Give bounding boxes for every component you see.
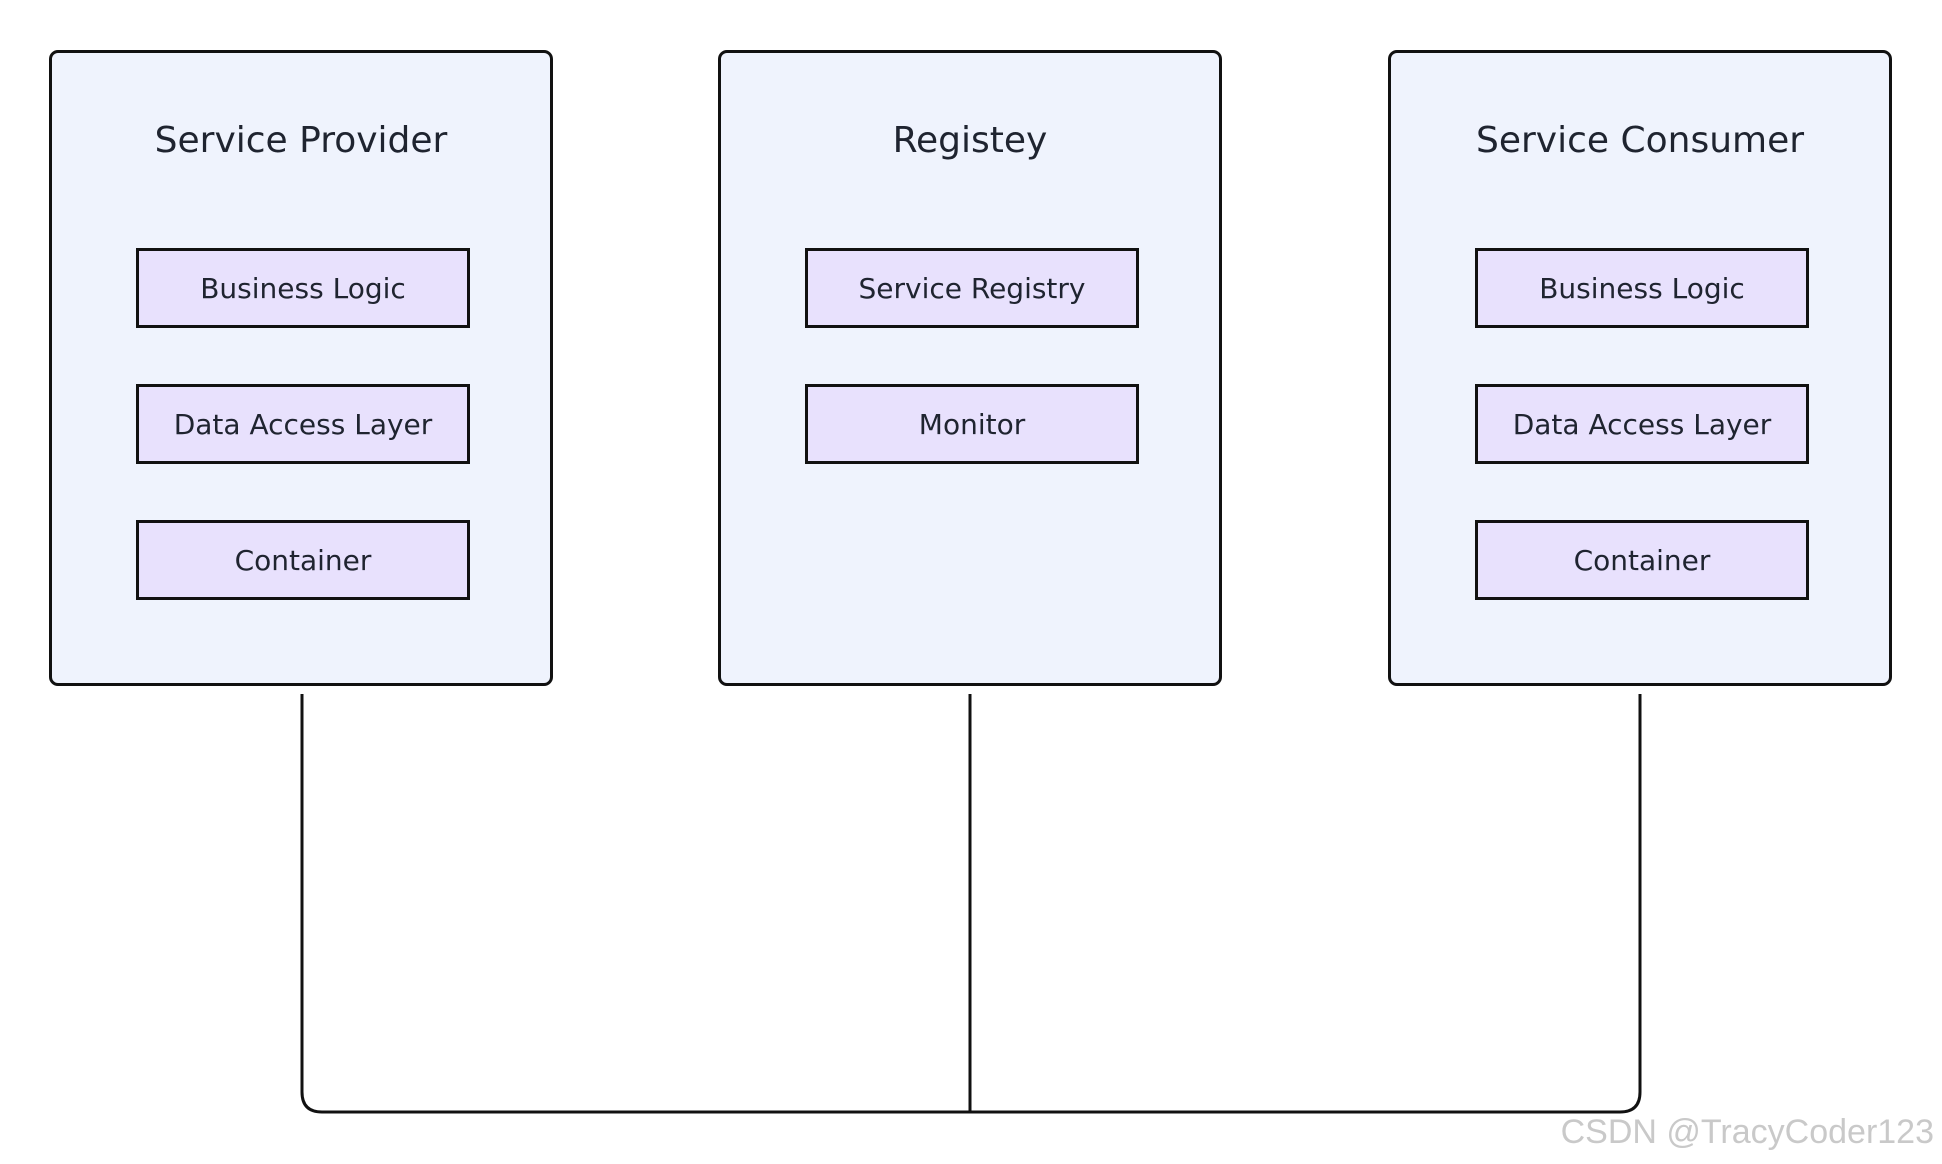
group-title-service-consumer: Service Consumer	[1475, 120, 1805, 161]
node-container: Container	[1475, 520, 1809, 600]
node-data-access-layer: Data Access Layer	[1475, 384, 1809, 464]
node-container: Container	[136, 520, 470, 600]
group-service-consumer: Service Consumer Business Logic Data Acc…	[1388, 50, 1892, 686]
node-monitor: Monitor	[805, 384, 1139, 464]
node-service-registry: Service Registry	[805, 248, 1139, 328]
group-service-provider: Service Provider Business Logic Data Acc…	[49, 50, 553, 686]
connector-consumer	[970, 694, 1642, 1114]
node-data-access-layer: Data Access Layer	[136, 384, 470, 464]
node-business-logic: Business Logic	[1475, 248, 1809, 328]
group-title-registey: Registey	[892, 120, 1048, 161]
connector-provider	[300, 694, 970, 1114]
watermark: CSDN @TracyCoder123	[1560, 1113, 1934, 1151]
group-title-service-provider: Service Provider	[154, 120, 448, 161]
node-business-logic: Business Logic	[136, 248, 470, 328]
group-registey: Registey Service Registry Monitor	[718, 50, 1222, 686]
